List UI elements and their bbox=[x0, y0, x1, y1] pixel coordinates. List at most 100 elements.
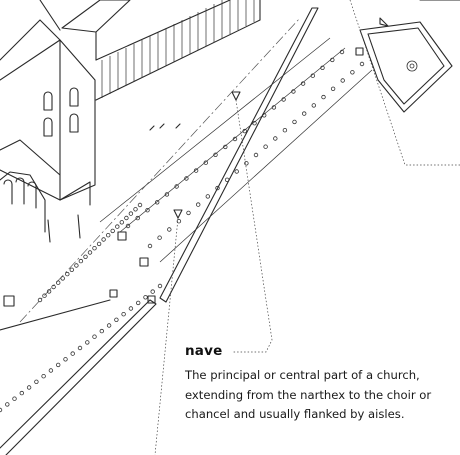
column-base bbox=[26, 385, 32, 390]
column-base bbox=[253, 152, 259, 158]
column-base bbox=[145, 207, 150, 213]
column-base bbox=[46, 289, 52, 294]
column-base bbox=[143, 295, 148, 300]
column-base bbox=[124, 215, 129, 221]
column-base bbox=[330, 57, 335, 63]
column-base bbox=[282, 127, 288, 133]
column-base bbox=[105, 232, 111, 238]
column-base bbox=[154, 200, 160, 205]
column-base bbox=[242, 128, 247, 134]
column-base bbox=[92, 245, 97, 251]
column-base bbox=[281, 97, 286, 102]
definition-line-1: The principal or central part of a churc… bbox=[185, 368, 420, 382]
column-base bbox=[133, 207, 138, 212]
column-base bbox=[12, 396, 17, 401]
column-base bbox=[77, 345, 83, 351]
column-base bbox=[273, 136, 278, 141]
nave-arcade bbox=[99, 37, 373, 263]
column-base bbox=[321, 94, 326, 100]
column-base bbox=[262, 113, 267, 118]
column-base bbox=[215, 185, 220, 191]
column-base bbox=[292, 119, 297, 125]
column-base bbox=[114, 317, 119, 322]
column-base bbox=[205, 194, 210, 199]
column-base bbox=[213, 152, 218, 157]
nave-definition: The principal or central part of a churc… bbox=[185, 366, 457, 425]
column-base bbox=[110, 228, 115, 234]
aisle-walls bbox=[0, 7, 319, 455]
column-base bbox=[99, 328, 104, 334]
column-base bbox=[320, 65, 325, 70]
column-base bbox=[244, 161, 249, 166]
column-base bbox=[128, 306, 134, 311]
column-base bbox=[157, 283, 163, 289]
column-base bbox=[41, 374, 46, 379]
column-base bbox=[0, 407, 3, 413]
column-base bbox=[340, 78, 345, 83]
column-base bbox=[119, 220, 124, 225]
column-base bbox=[128, 211, 134, 216]
column-base bbox=[195, 202, 201, 207]
column-base bbox=[135, 300, 141, 306]
column-base bbox=[167, 227, 172, 232]
column-base bbox=[232, 136, 238, 142]
column-base bbox=[302, 111, 307, 116]
column-base bbox=[56, 362, 61, 368]
column-base bbox=[56, 280, 61, 285]
column-base bbox=[125, 223, 131, 229]
column-base bbox=[252, 120, 257, 126]
definition-line-2: extending from the narthex to the choir … bbox=[185, 387, 432, 402]
column-base bbox=[350, 70, 355, 75]
column-base bbox=[271, 105, 277, 110]
column-base bbox=[234, 169, 239, 174]
column-base bbox=[147, 243, 153, 249]
column-base bbox=[203, 160, 208, 165]
direction-arrows bbox=[149, 91, 241, 219]
column-base bbox=[193, 168, 199, 173]
column-base bbox=[60, 276, 65, 281]
column-base bbox=[78, 258, 84, 264]
central-axis bbox=[19, 17, 301, 323]
column-base bbox=[310, 73, 315, 78]
column-base bbox=[65, 271, 70, 277]
column-base bbox=[85, 340, 90, 345]
column-base bbox=[263, 144, 268, 149]
column-base bbox=[115, 224, 120, 229]
westwork bbox=[0, 0, 131, 243]
column-base bbox=[223, 144, 228, 150]
column-base bbox=[135, 215, 140, 221]
column-base bbox=[186, 210, 191, 216]
definition-line-3: chancel and usually flanked by aisles. bbox=[185, 407, 405, 421]
column-base bbox=[224, 177, 230, 182]
column-base bbox=[164, 192, 170, 197]
column-base bbox=[106, 323, 112, 328]
column-base bbox=[300, 81, 306, 86]
column-base bbox=[184, 176, 189, 181]
column-base bbox=[330, 86, 336, 91]
column-base bbox=[311, 103, 316, 108]
column-base bbox=[359, 61, 365, 67]
column-base bbox=[176, 218, 182, 224]
column-base bbox=[121, 312, 126, 317]
column-base bbox=[150, 289, 155, 294]
column-base bbox=[51, 284, 56, 290]
column-base bbox=[339, 49, 345, 55]
column-base bbox=[48, 368, 54, 373]
column-base bbox=[87, 250, 93, 255]
column-base bbox=[69, 267, 74, 272]
column-base bbox=[137, 202, 143, 208]
column-base bbox=[157, 235, 162, 240]
column-base bbox=[101, 237, 106, 242]
column-base bbox=[74, 263, 79, 268]
column-base bbox=[5, 402, 10, 407]
column-base bbox=[19, 390, 24, 396]
apse bbox=[359, 0, 460, 113]
clerestory bbox=[95, 0, 261, 101]
column-base bbox=[63, 357, 68, 362]
column-base bbox=[174, 184, 179, 189]
leader-lines bbox=[154, 0, 460, 455]
column-base bbox=[34, 379, 39, 384]
column-base bbox=[83, 254, 88, 259]
column-base bbox=[291, 89, 296, 94]
